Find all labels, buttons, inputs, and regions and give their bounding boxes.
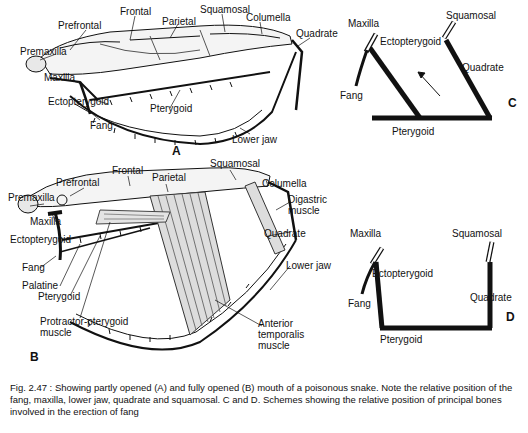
part-label: Digastric muscle	[288, 194, 340, 216]
part-label: Pterygoid	[380, 334, 422, 345]
part-label: Columella	[262, 178, 306, 189]
figure-caption: Fig. 2.47 : Showing partly opened (A) an…	[10, 382, 520, 418]
part-label: Maxilla	[30, 216, 61, 227]
part-label: Premaxilla	[20, 46, 67, 57]
part-label: Quadrate	[462, 62, 504, 73]
panel-letter: C	[508, 98, 517, 109]
part-label: Pterygoid	[150, 103, 192, 114]
part-label: Palatine	[22, 280, 58, 291]
part-label: Pterygoid	[38, 291, 80, 302]
part-label: Lower jaw	[232, 134, 277, 145]
part-label: Pterygoid	[392, 126, 434, 137]
part-label: Squamosal	[200, 4, 250, 15]
part-label: Lower jaw	[286, 260, 331, 271]
part-label: Quadrate	[296, 28, 338, 39]
part-label: Fang	[22, 262, 45, 273]
panel-letter: D	[506, 312, 515, 323]
part-label: Fang	[340, 90, 363, 101]
part-label: Columella	[246, 12, 290, 23]
part-label: Quadrate	[264, 228, 306, 239]
part-label: Maxilla	[350, 228, 381, 239]
part-label: Prefrontal	[56, 177, 99, 188]
part-label: Ectopterygoid	[10, 234, 71, 245]
part-label: Squamosal	[446, 10, 496, 21]
part-label: Squamosal	[210, 158, 260, 169]
part-label: Ectopterygoid	[48, 96, 109, 107]
panel-letter: A	[172, 146, 181, 157]
part-label: Ectopterygoid	[380, 36, 441, 47]
part-label: Frontal	[112, 165, 143, 176]
part-label: Fang	[90, 120, 113, 131]
part-label: Frontal	[120, 6, 151, 17]
part-label: Prefrontal	[58, 20, 101, 31]
part-label: Parietal	[162, 16, 196, 27]
part-label: Squamosal	[452, 228, 502, 239]
part-label: Parietal	[152, 172, 186, 183]
part-label: Ectopterygoid	[372, 268, 433, 279]
part-label: Fang	[348, 298, 371, 309]
part-label: Protractor-pterygoid muscle	[40, 316, 130, 338]
part-label: Premaxilla	[8, 192, 55, 203]
panel-letter: B	[30, 352, 39, 363]
part-label: Maxilla	[348, 18, 379, 29]
part-label: Quadrate	[470, 292, 512, 303]
part-label: Maxilla	[44, 72, 75, 83]
part-label: Anterior temporalis muscle	[258, 318, 330, 351]
